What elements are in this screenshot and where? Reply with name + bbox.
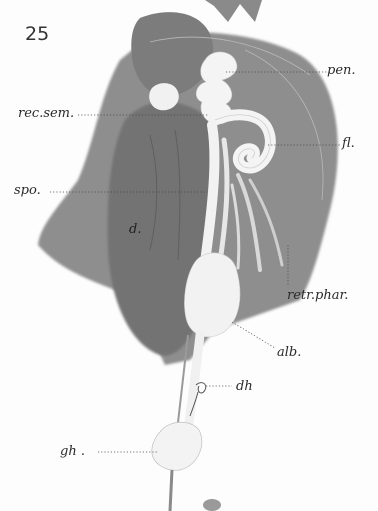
label-alb: alb. bbox=[277, 346, 301, 359]
leader-alb bbox=[232, 322, 275, 348]
bottom-fragment bbox=[203, 499, 221, 511]
label-spo: spo. bbox=[14, 184, 41, 197]
label-retr-phar: retr.phar. bbox=[287, 289, 348, 302]
albumen-gland bbox=[184, 253, 240, 337]
label-rec-sem: rec.sem. bbox=[18, 107, 74, 120]
label-gh: gh . bbox=[60, 445, 85, 458]
top-fragment-shape bbox=[205, 0, 262, 22]
label-dh: dh bbox=[236, 380, 253, 393]
label-d: d. bbox=[129, 223, 141, 236]
gland-stalk bbox=[170, 470, 172, 511]
label-fl: fl. bbox=[342, 137, 355, 150]
hermaphrodite-gland bbox=[152, 422, 202, 470]
figure-number: 25 bbox=[25, 25, 49, 44]
label-pen: pen. bbox=[327, 64, 356, 77]
